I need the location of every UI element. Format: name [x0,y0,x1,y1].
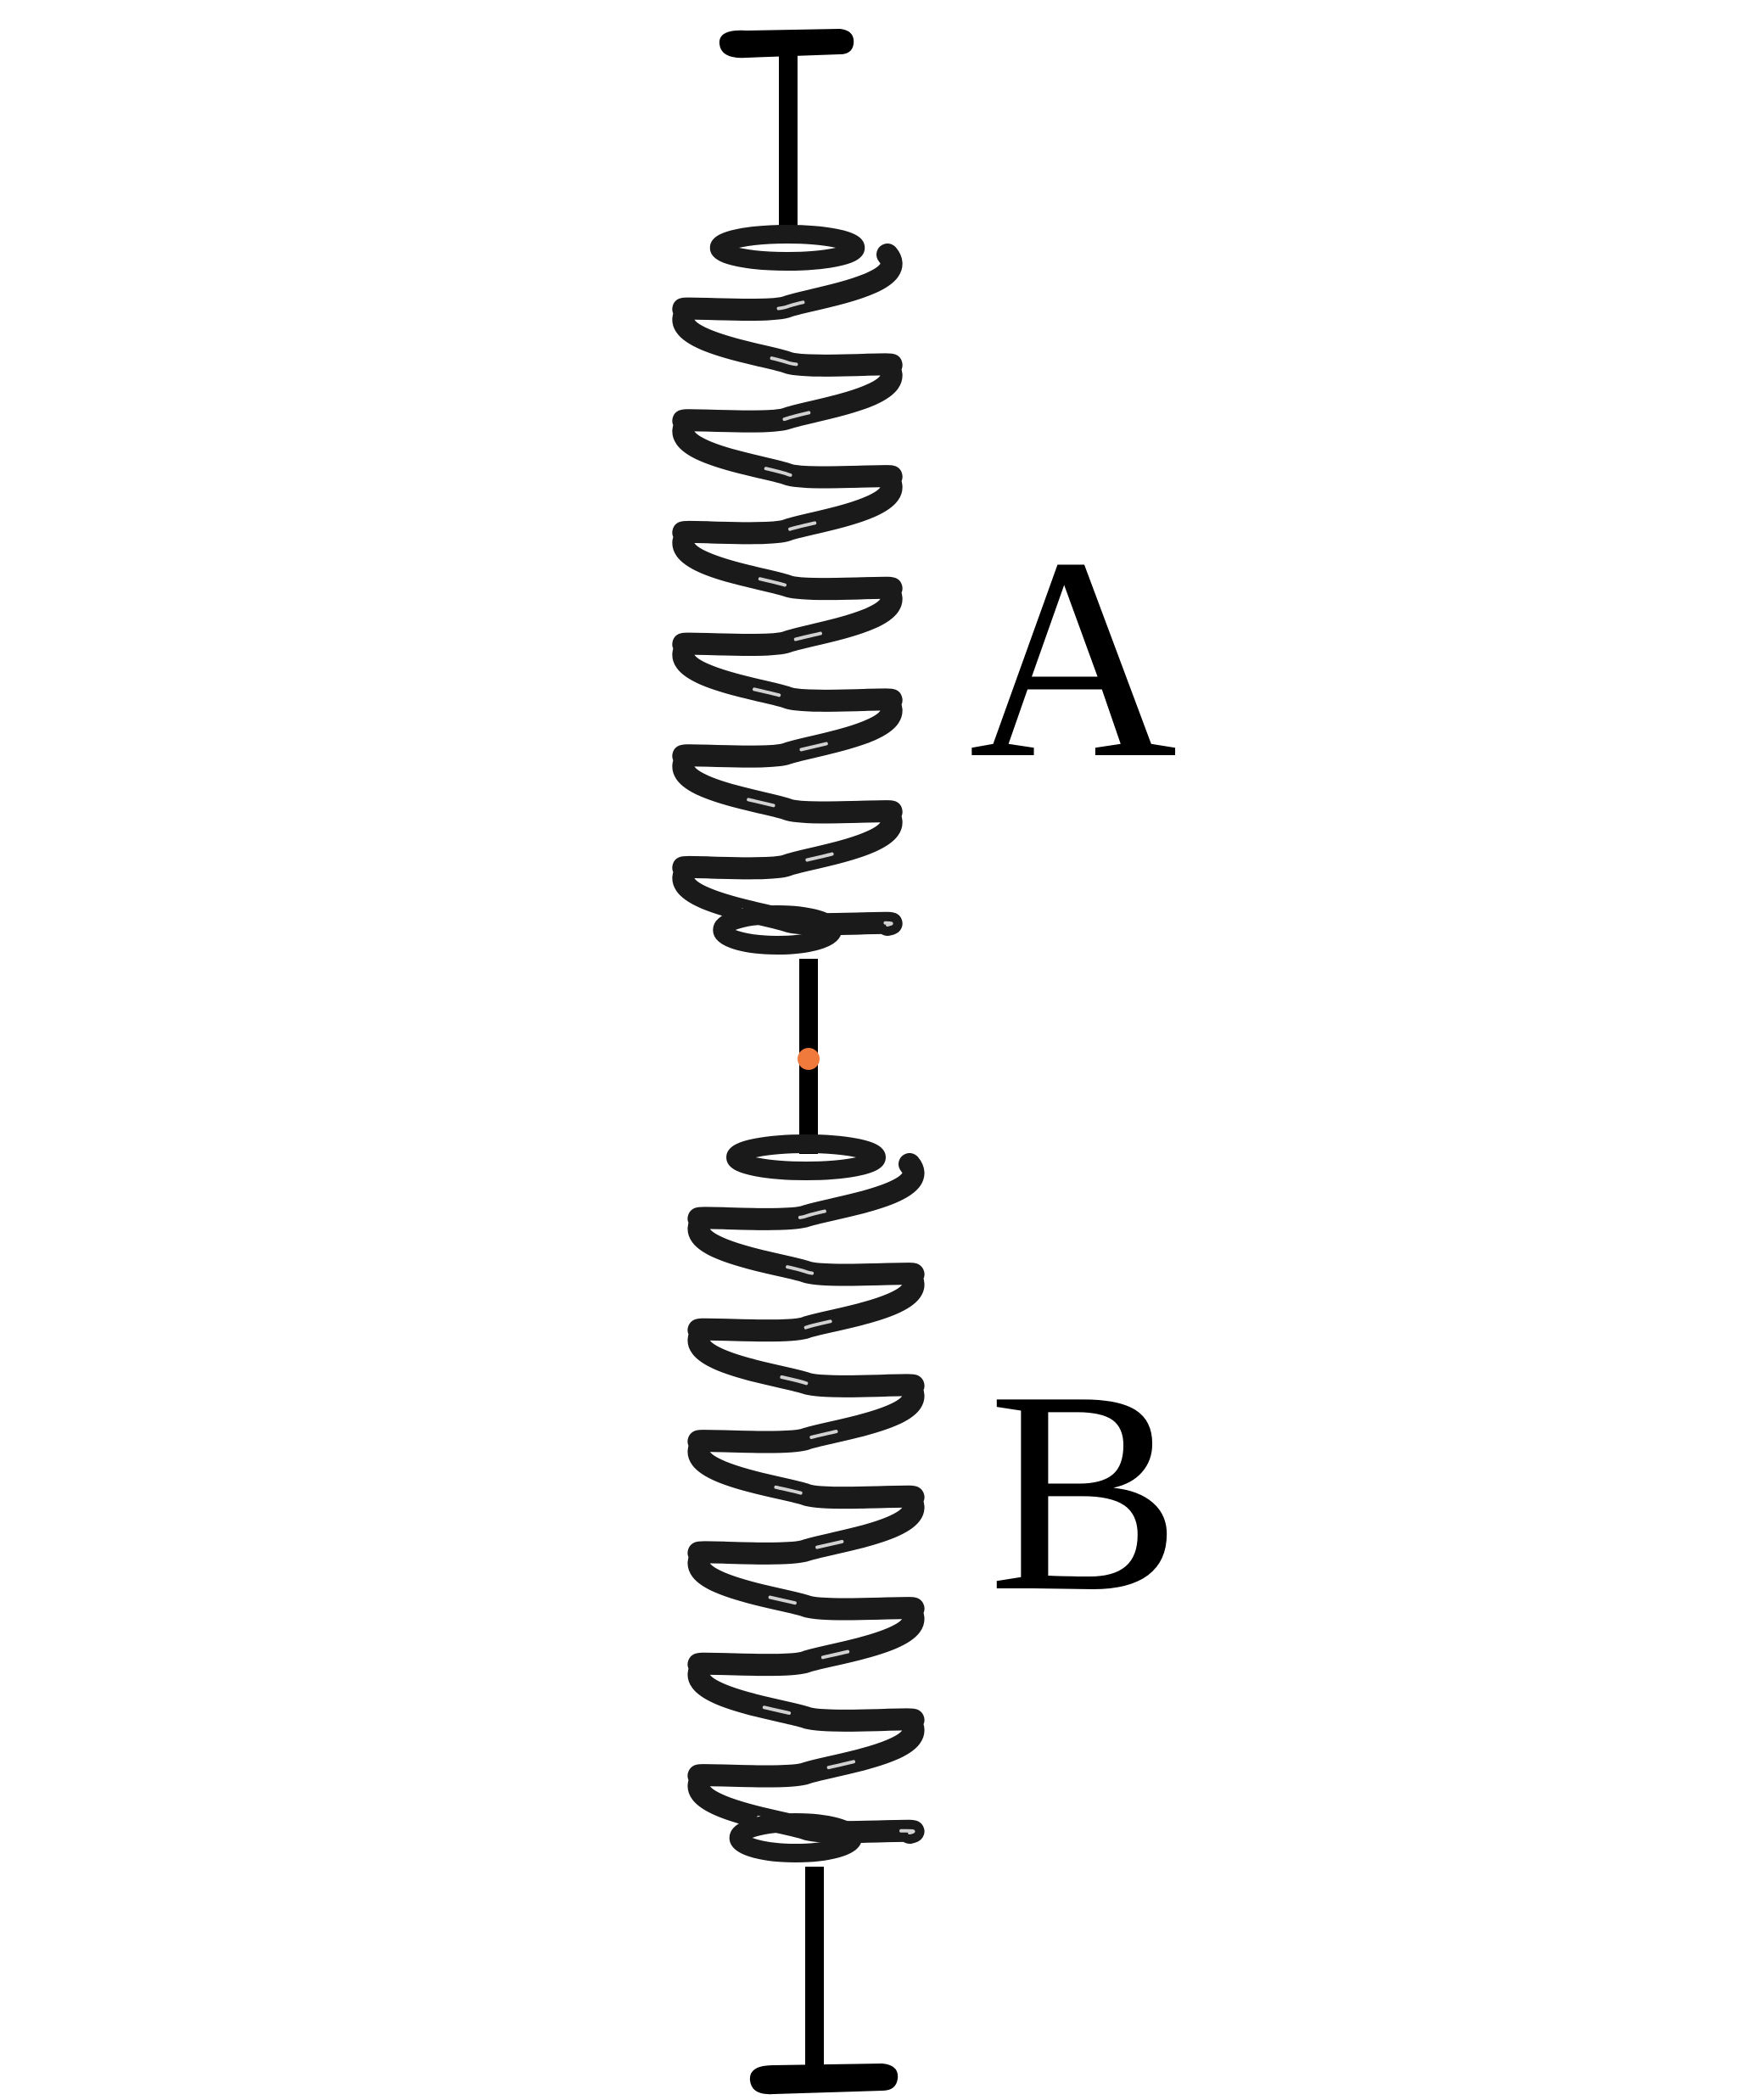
top-end-cap [719,29,854,59]
spring-a-label: A [969,498,1178,818]
spring-b-bottom-end-loop [729,1813,862,1862]
spring-b-coil-1-back-highlight [697,1218,915,1278]
spring-a-coil-1-front-highlight [681,253,893,312]
spring-a-top-end-loop [709,225,865,271]
spring-b-coil-1-front-highlight [697,1162,915,1222]
top-mount [719,29,854,232]
spring-b-coil-6-back-highlight [697,1775,915,1834]
spring-a-coil-2-back-highlight [681,420,893,480]
spring-a [672,225,903,955]
top-rod [779,44,798,232]
spring-b-coil-2-front-highlight [697,1274,915,1333]
bottom-mount [749,1867,899,2095]
spring-a-bottom-end-loop [713,905,843,955]
spring-b-top-end-loop [726,1134,886,1180]
bottom-end-cap [749,2064,899,2095]
spring-a-coil-2-front-highlight [681,364,893,424]
midpoint-dot [798,1048,820,1070]
bottom-rod [805,1867,824,2070]
spring-b-label: B [988,1331,1181,1651]
spring-b-coil-2-back-highlight [697,1330,915,1389]
connector [798,959,820,1154]
spring-b [687,1134,925,1862]
spring-a-coil-1-back-highlight [681,308,893,368]
